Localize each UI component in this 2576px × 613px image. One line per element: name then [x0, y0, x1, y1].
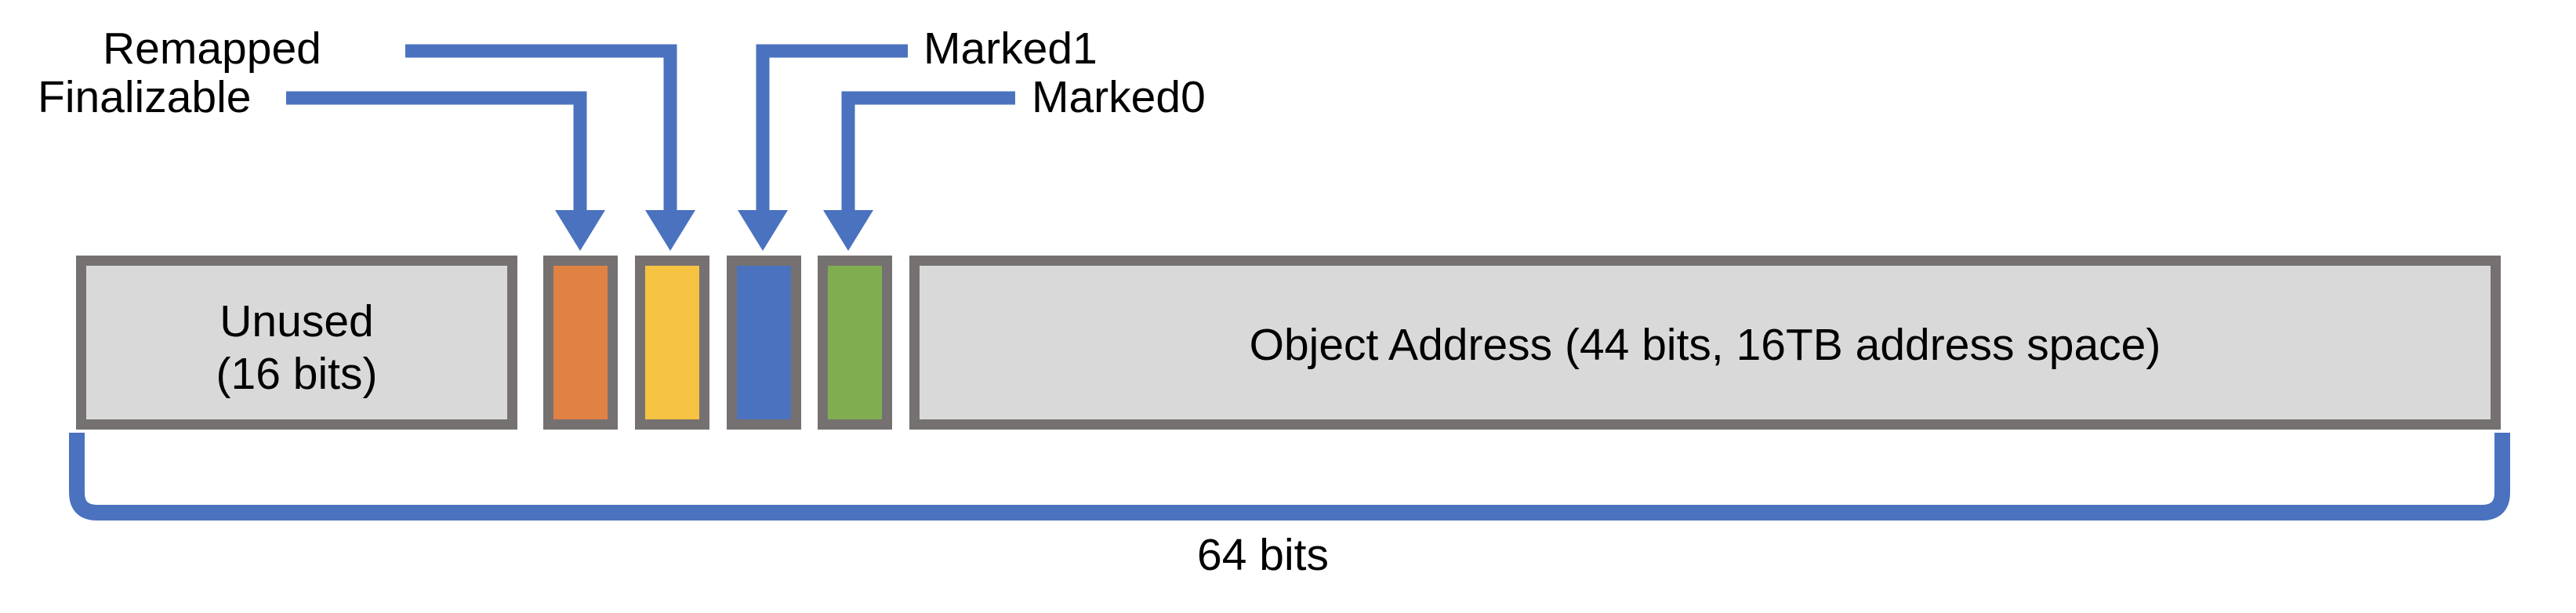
segment-unused-label: Unused (16 bits): [216, 296, 378, 400]
connector-remapped: [405, 44, 695, 251]
callout-label-finalizable: Finalizable: [38, 72, 252, 122]
segment-orange-field: [543, 256, 618, 430]
segment-blue-field: [727, 256, 801, 430]
segment-object-address-label: Object Address (44 bits, 16TB address sp…: [1249, 320, 2161, 370]
brace-label-64-bits: 64 bits: [1197, 530, 1329, 580]
callout-label-marked0: Marked0: [1032, 72, 1206, 122]
segment-object-address: Object Address (44 bits, 16TB address sp…: [909, 256, 2501, 430]
segment-green-field: [818, 256, 892, 430]
callout-label-remapped: Remapped: [103, 24, 321, 74]
segment-yellow-field: [635, 256, 709, 430]
connector-marked0: [823, 91, 1015, 251]
callout-label-marked1: Marked1: [923, 24, 1098, 74]
connector-marked1: [738, 44, 908, 251]
segment-unused: Unused (16 bits): [76, 256, 517, 430]
connector-finalizable: [286, 91, 605, 251]
